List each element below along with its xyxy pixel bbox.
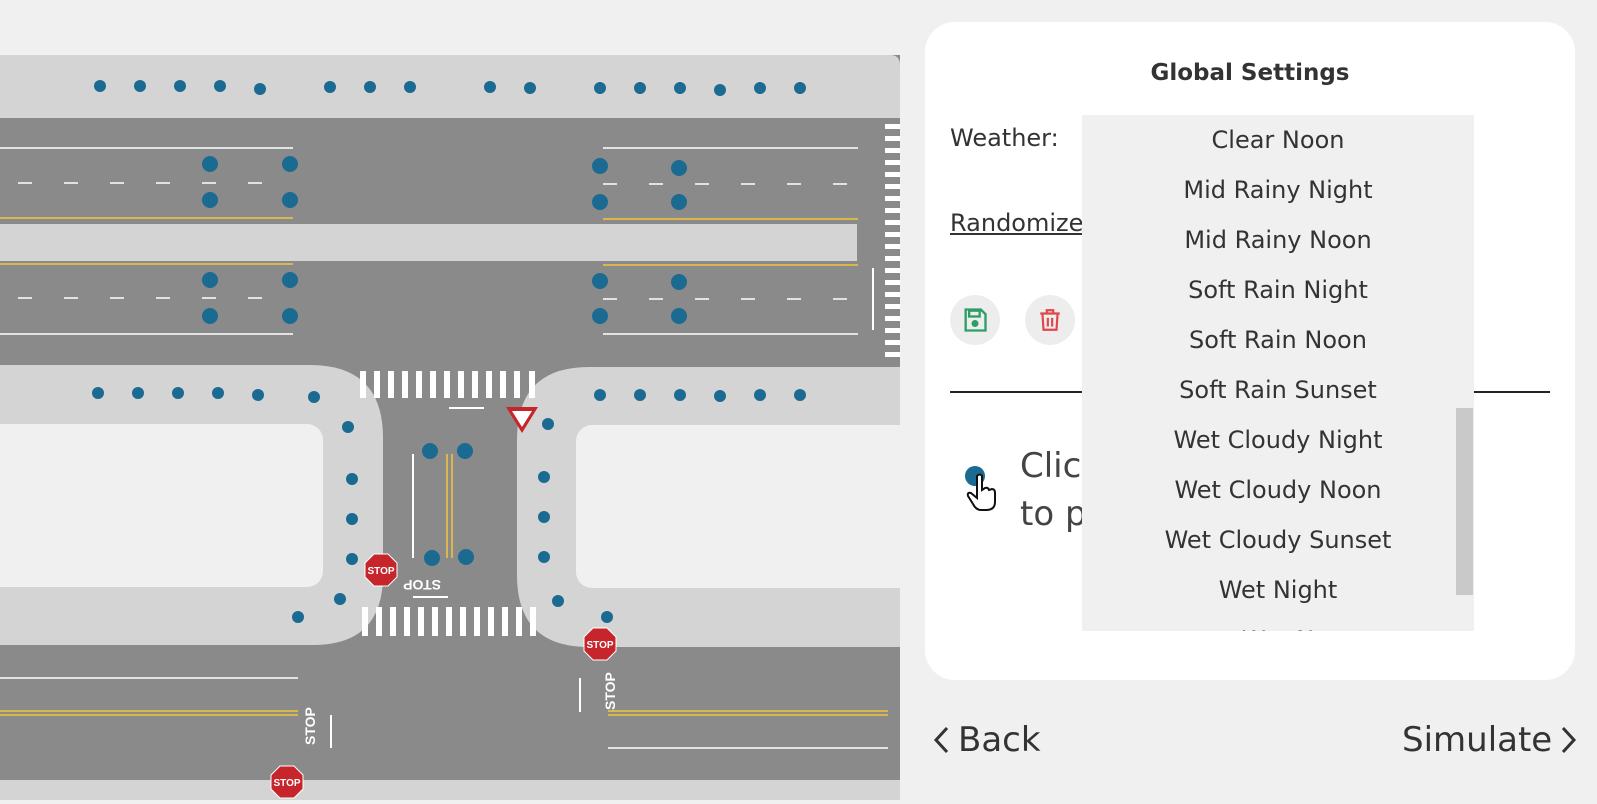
svg-text:STOP: STOP (273, 778, 300, 789)
dropdown-scrollbar[interactable] (1456, 408, 1473, 595)
weather-option[interactable]: Wet Cloudy Noon (1174, 476, 1382, 504)
simulate-label: Simulate (1402, 720, 1553, 760)
chevron-left-icon (933, 726, 949, 754)
weather-option[interactable]: Wet Night (1218, 576, 1338, 604)
weather-option[interactable]: Soft Rain Sunset (1179, 376, 1377, 404)
stop-sign-icon: STOP (270, 765, 304, 799)
stop-marking: STOP (302, 707, 318, 745)
randomize-link[interactable]: Randomize (950, 209, 1084, 237)
panel-title: Global Settings (1150, 60, 1350, 86)
stop-marking: STOP (602, 672, 618, 710)
weather-option[interactable]: Wet N (1082, 615, 1474, 631)
back-label: Back (958, 720, 1041, 760)
pointer-hand-icon (966, 473, 996, 511)
intersection-map[interactable]: STOP STOP STOP STOP STOP STOP (0, 0, 920, 800)
svg-text:STOP: STOP (367, 566, 394, 577)
stop-sign-icon: STOP (583, 627, 617, 661)
delete-button[interactable] (1025, 295, 1075, 345)
weather-dropdown-list[interactable]: Clear Noon Mid Rainy Night Mid Rainy Noo… (1082, 115, 1474, 631)
weather-option[interactable]: Soft Rain Noon (1189, 326, 1367, 354)
weather-option[interactable]: Wet Cloudy Sunset (1164, 526, 1392, 554)
weather-option[interactable]: Mid Rainy Noon (1184, 226, 1372, 254)
stop-sign-icon: STOP (364, 553, 398, 587)
save-button[interactable] (950, 295, 1000, 345)
svg-text:STOP: STOP (586, 640, 613, 651)
chevron-right-icon (1562, 726, 1577, 754)
trash-icon (1040, 309, 1060, 331)
weather-option[interactable]: Soft Rain Night (1188, 276, 1368, 304)
stop-marking: STOP (403, 577, 441, 593)
back-button[interactable]: Back (932, 720, 1041, 760)
weather-option[interactable]: Mid Rainy Night (1183, 176, 1373, 204)
simulate-button[interactable]: Simulate (1402, 720, 1578, 760)
weather-option[interactable]: Wet Cloudy Night (1173, 426, 1383, 454)
hint-text: Clic to p (1020, 446, 1087, 534)
weather-label: Weather: (950, 124, 1059, 152)
weather-option[interactable]: Clear Noon (1211, 126, 1345, 154)
save-icon (964, 308, 987, 332)
